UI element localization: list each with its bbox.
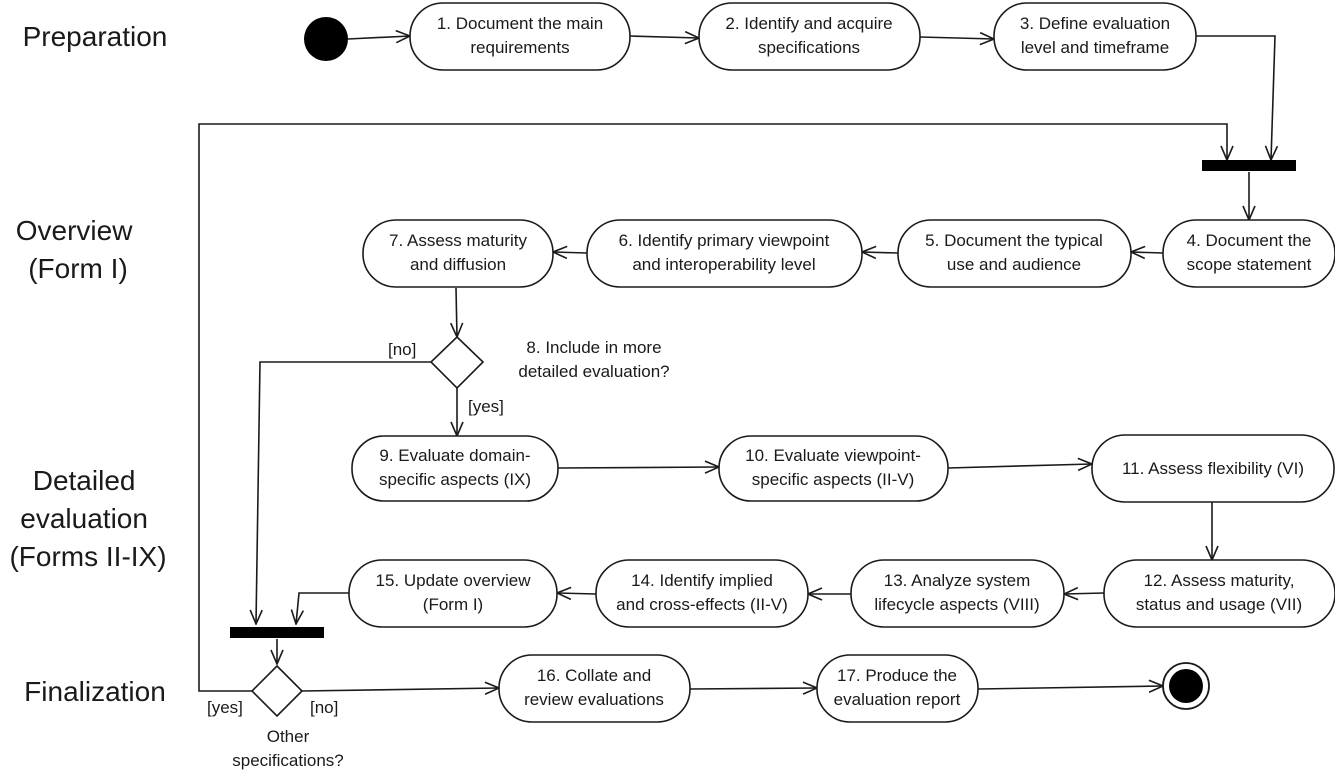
svg-text:9. Evaluate domain-specific as: 9. Evaluate domain-specific aspects (IX) — [379, 446, 531, 489]
final-node — [1162, 662, 1210, 710]
lane-detailed-evaluation: Detailed evaluation (Forms II-IX) — [9, 465, 166, 572]
activity-11: 11. Assess flexibility (VI) — [1091, 434, 1335, 503]
guard-no-other: [no] — [310, 698, 338, 717]
edges — [198, 36, 1275, 691]
lane-finalization: Finalization — [24, 676, 166, 707]
guard-no-d8: [no] — [388, 340, 416, 359]
activity-12: 12. Assess maturity,status and usage (VI… — [1103, 559, 1335, 628]
join-bar-overview — [1202, 160, 1296, 171]
svg-text:10. Evaluate viewpoint-specifi: 10. Evaluate viewpoint-specific aspects … — [745, 446, 921, 489]
activity-9: 9. Evaluate domain-specific aspects (IX) — [351, 435, 559, 502]
lane-preparation: Preparation — [23, 21, 168, 52]
initial-node — [304, 17, 348, 61]
svg-text:12. Assess maturity,status and: 12. Assess maturity,status and usage (VI… — [1136, 571, 1302, 614]
activity-10: 10. Evaluate viewpoint-specific aspects … — [718, 435, 949, 502]
guard-yes-other: [yes] — [207, 698, 243, 717]
svg-text:15. Update overview(Form I): 15. Update overview(Form I) — [376, 571, 532, 614]
activity-15: 15. Update overview(Form I) — [348, 559, 558, 628]
lane-overview: Overview (Form I) — [16, 215, 140, 284]
join-bar-finalization — [230, 627, 324, 638]
guard-yes-d8: [yes] — [468, 397, 504, 416]
svg-text:11. Assess flexibility (VI): 11. Assess flexibility (VI) — [1122, 459, 1304, 478]
